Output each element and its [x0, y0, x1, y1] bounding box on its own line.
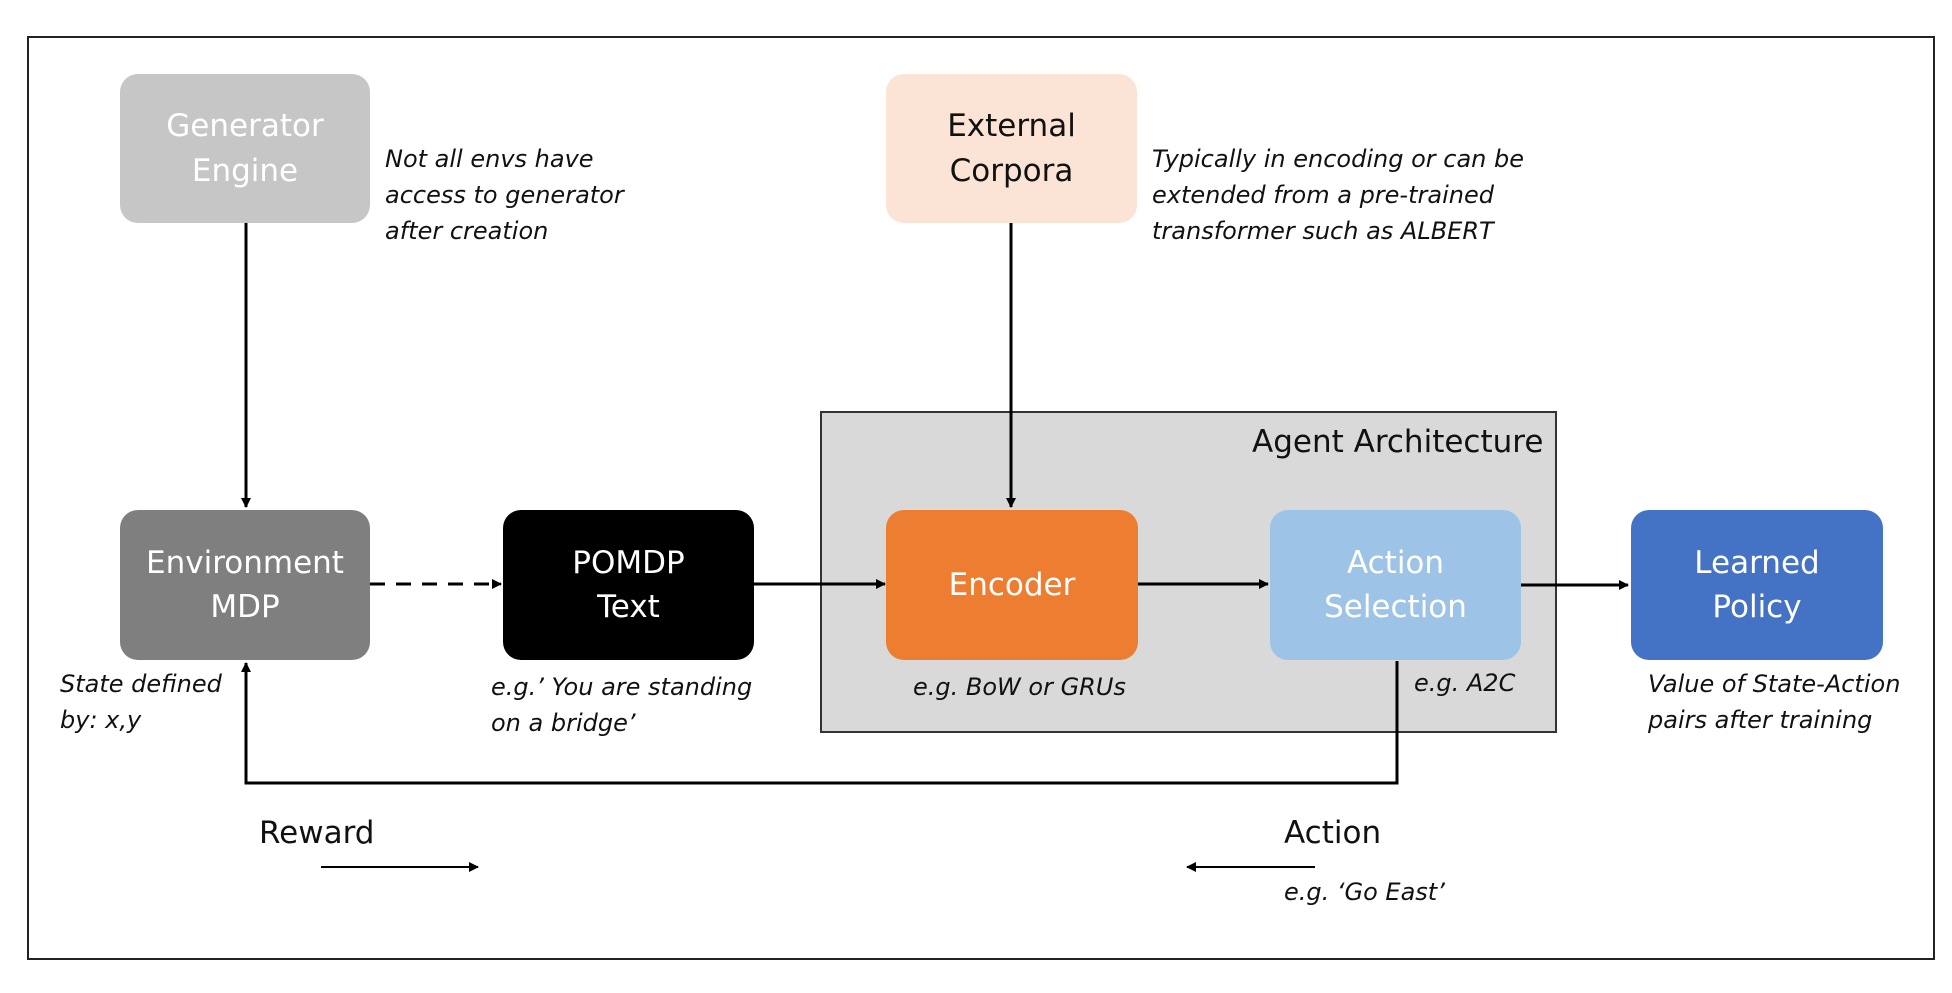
- reward-label: Reward: [259, 815, 375, 851]
- diagram-frame: [27, 36, 1935, 960]
- action-example-note: e.g. ‘Go East’: [1284, 878, 1445, 906]
- edge-action-selection-to-environment: [241, 661, 1399, 785]
- action-selection-note: e.g. A2C: [1414, 669, 1516, 697]
- encoder-label: Encoder: [948, 566, 1076, 603]
- environment-mdp-label: Environment MDP: [146, 544, 344, 625]
- generator-engine-label: Generator Engine: [166, 108, 324, 189]
- environment-mdp-node: Environment MDP: [120, 510, 370, 660]
- pomdp-note: e.g.’ You are standing on a bridge’: [491, 673, 753, 737]
- learned-policy-label: Learned Policy: [1694, 544, 1820, 625]
- generator-note: Not all envs have access to generator af…: [385, 145, 624, 245]
- action-selection-node: Action Selection: [1270, 510, 1521, 660]
- external-corpora-node: External Corpora: [886, 74, 1137, 223]
- corpora-note: Typically in encoding or can be extended…: [1152, 145, 1525, 245]
- external-corpora-label: External Corpora: [947, 108, 1076, 189]
- pomdp-text-node: POMDP Text: [503, 510, 754, 660]
- encoder-note: e.g. BoW or GRUs: [913, 673, 1126, 701]
- learned-policy-note: Value of State-Action pairs after traini…: [1648, 670, 1901, 734]
- agent-architecture-title: Agent Architecture: [1252, 424, 1544, 460]
- pomdp-text-label: POMDP Text: [572, 544, 685, 625]
- encoder-node: Encoder: [886, 510, 1138, 660]
- learned-policy-node: Learned Policy: [1631, 510, 1883, 660]
- action-label: Action: [1284, 815, 1382, 851]
- environment-note: State defined by: x,y: [60, 670, 222, 734]
- action-selection-label: Action Selection: [1324, 544, 1467, 625]
- generator-engine-node: Generator Engine: [120, 74, 370, 223]
